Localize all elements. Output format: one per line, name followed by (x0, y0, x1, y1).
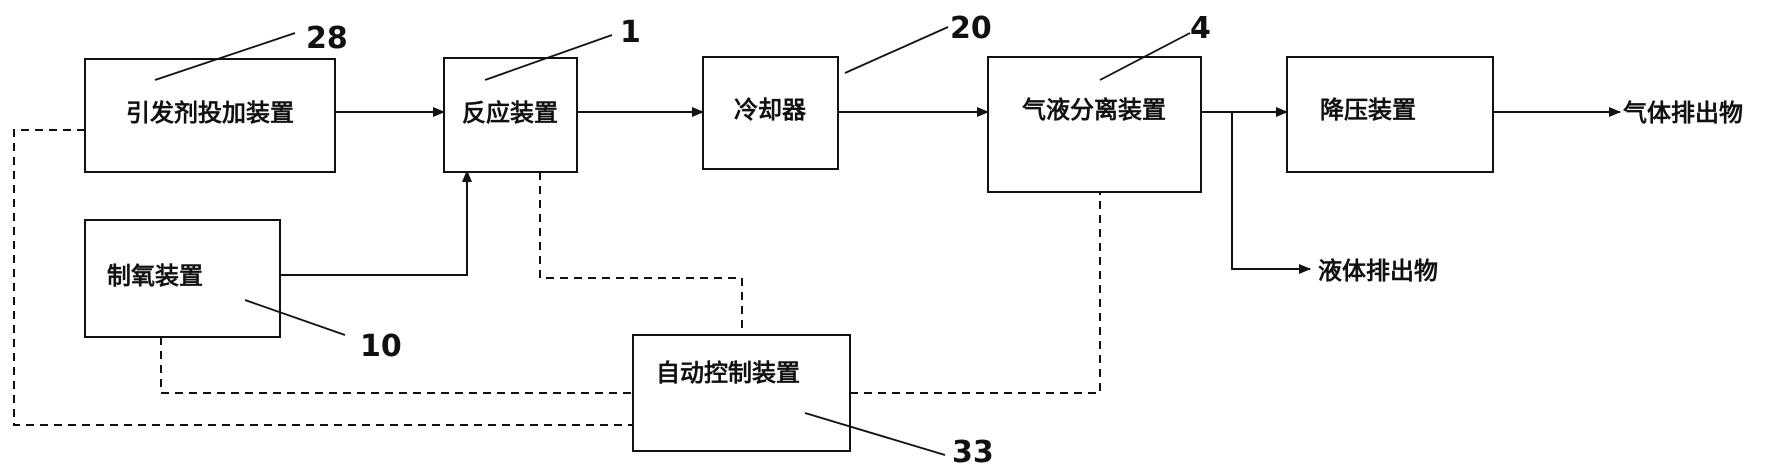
depressurizer-box: 降压装置 (1286, 56, 1494, 173)
reactor-label: 反应装置 (462, 99, 558, 127)
auto-control-label: 自动控制装置 (656, 359, 800, 387)
ref-number-28: 28 (306, 21, 348, 56)
control-line-separator (850, 192, 1101, 394)
leader-20 (844, 26, 949, 74)
initiator-dosing-box: 引发剂投加装置 (84, 58, 336, 173)
oxygen-generator-label: 制氧装置 (107, 262, 203, 290)
liquid-output-label: 液体排出物 (1318, 257, 1438, 285)
gas-liquid-separator-box: 气液分离装置 (987, 56, 1202, 193)
gas-output-label: 气体排出物 (1622, 99, 1743, 127)
control-line-initiator (13, 129, 633, 426)
depressurizer-label: 降压装置 (1320, 96, 1416, 124)
ref-number-20: 20 (950, 11, 992, 46)
ref-number-1: 1 (620, 15, 641, 50)
leader-28 (154, 32, 296, 81)
ref-number-4: 4 (1190, 11, 1211, 46)
oxygen-generator-box: 制氧装置 (84, 219, 281, 338)
leader-33 (804, 412, 946, 456)
initiator-dosing-label: 引发剂投加装置 (126, 99, 294, 127)
leader-10 (244, 299, 346, 336)
control-line-reactor (539, 172, 743, 335)
ref-number-10: 10 (360, 329, 402, 364)
reactor-box: 反应装置 (443, 57, 578, 173)
control-line-oxygen (160, 337, 633, 394)
ref-number-33: 33 (952, 435, 994, 468)
leader-1 (484, 34, 613, 81)
leader-4 (1099, 32, 1191, 81)
cooler-box: 冷却器 (702, 56, 839, 170)
flow-separator-to-liquid-output (1231, 112, 1311, 274)
flow-oxygen-to-reactor (280, 170, 472, 276)
auto-control-box: 自动控制装置 (632, 334, 851, 452)
separator-label: 气液分离装置 (1021, 96, 1166, 124)
cooler-label: 冷却器 (734, 96, 807, 124)
